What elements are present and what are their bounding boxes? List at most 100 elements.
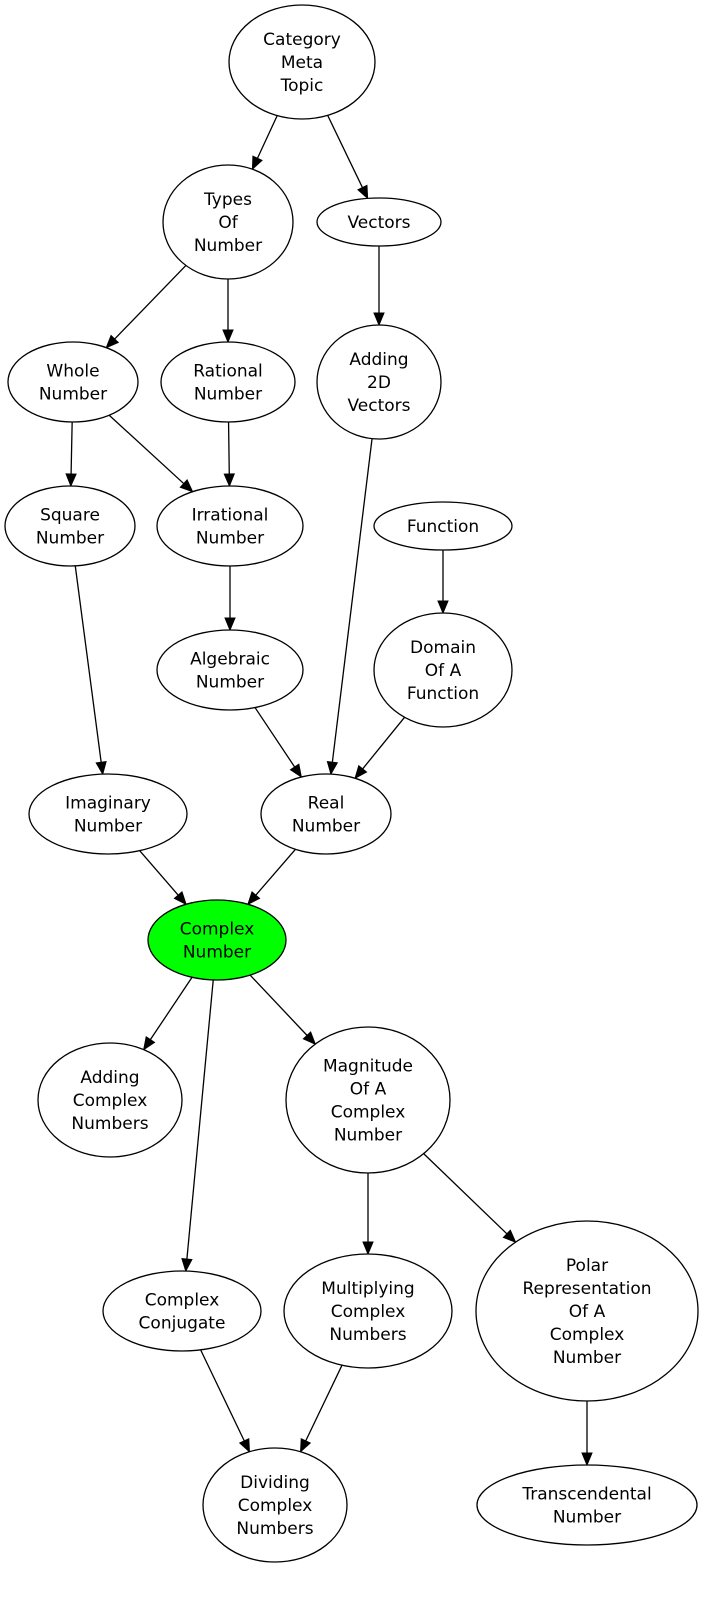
node-label-line: Number [553,1348,621,1368]
node-ellipse [162,164,294,280]
arrowhead [302,1031,317,1046]
node-label-line: Domain [410,638,476,658]
node-label-line: Vectors [347,213,410,233]
node-label-line: Complex [238,1496,313,1516]
edge-line [331,438,373,763]
edge-category-meta-topic-to-vectors [327,115,369,200]
node-label-line: Number [36,529,104,549]
edge-complex-number-to-complex-conjugate [181,979,214,1273]
edge-types-of-number-to-whole-number [105,264,187,349]
node-label-line: Of A [425,661,462,681]
arrowhead [247,891,261,906]
arrowhead [142,1036,156,1051]
edge-line [255,848,296,896]
edge-irrational-number-to-algebraic-number [224,566,236,632]
node-label-line: Square [40,506,100,526]
arrowhead [357,184,369,200]
nodes-layer: CategoryMetaTopicTypesOfNumberVectorsWho… [4,4,699,1563]
arrowhead [223,473,236,488]
edge-line [186,979,214,1260]
node-ellipse [7,341,139,423]
edge-line [423,1153,508,1235]
edge-complex-number-to-magnitude-of-a-complex-number [249,974,317,1046]
node-label-line: Adding [80,1068,139,1088]
arrowhead [437,600,449,615]
edge-line [108,414,185,485]
arrowhead [581,1452,593,1467]
edge-category-meta-topic-to-types-of-number [251,115,278,171]
node-ellipse [28,773,188,855]
node-ellipse [285,1026,451,1174]
arrowhead [179,478,194,493]
node-label-line: Number [292,817,360,837]
edge-polar-representation-to-transcendental-number [581,1401,593,1467]
arrowhead [251,155,263,171]
node-label-line: Complex [145,1291,220,1311]
node-label-line: Of A [569,1302,606,1322]
arrowhead [173,891,187,906]
node-label-line: 2D [367,373,391,393]
arrowhead [95,760,107,776]
edge-line [70,421,73,475]
node-ellipse [373,501,513,551]
node-ellipse [102,1270,262,1352]
node-label-line: Types [203,190,252,210]
edge-imaginary-number-to-complex-number [139,850,187,906]
edge-function-to-domain-of-a-function [437,550,449,615]
edge-line [254,707,296,768]
edge-line [327,115,364,188]
node-label-line: Number [39,385,107,405]
node-ellipse [373,612,513,728]
edge-complex-conjugate-to-dividing-complex-numbers [200,1349,251,1453]
node-label-line: Function [407,684,479,704]
node-label-line: Number [194,385,262,405]
edge-line [149,976,193,1041]
edge-line [139,850,179,896]
arrowhead [222,329,234,344]
node-label-line: Number [74,817,142,837]
edge-line [200,1349,245,1442]
edge-adding-2d-vectors-to-real-number [326,438,373,776]
node-label-line: Multiplying [321,1279,414,1299]
node-label-line: Number [183,943,251,963]
node-label-line: Topic [280,76,324,96]
node-label-line: Of A [350,1080,387,1100]
node-label-line: Magnitude [323,1057,413,1077]
edge-square-number-to-imaginary-number [74,565,107,776]
arrowhead [238,1437,251,1453]
node-label-line: Whole [46,362,99,382]
node-label-line: Numbers [236,1519,313,1539]
edge-complex-number-to-adding-complex-numbers [142,976,193,1051]
edge-magnitude-of-a-complex-number-to-polar-representation [423,1153,517,1244]
node-label-line: Real [308,794,345,814]
node-ellipse [228,4,376,120]
node-ellipse [202,1447,348,1563]
node-label-line: Complex [73,1091,148,1111]
edges-layer [65,115,593,1467]
node-label-line: Number [334,1126,402,1146]
node-label-line: Numbers [329,1325,406,1345]
node-label-line: Meta [281,53,323,73]
edge-rational-number-to-irrational-number [223,421,236,488]
arrowhead [65,473,77,488]
node-label-line: Dividing [240,1473,310,1493]
node-label-line: Number [196,673,264,693]
arrowhead [502,1229,517,1244]
node-ellipse [316,324,442,440]
edge-whole-number-to-irrational-number [108,414,194,493]
